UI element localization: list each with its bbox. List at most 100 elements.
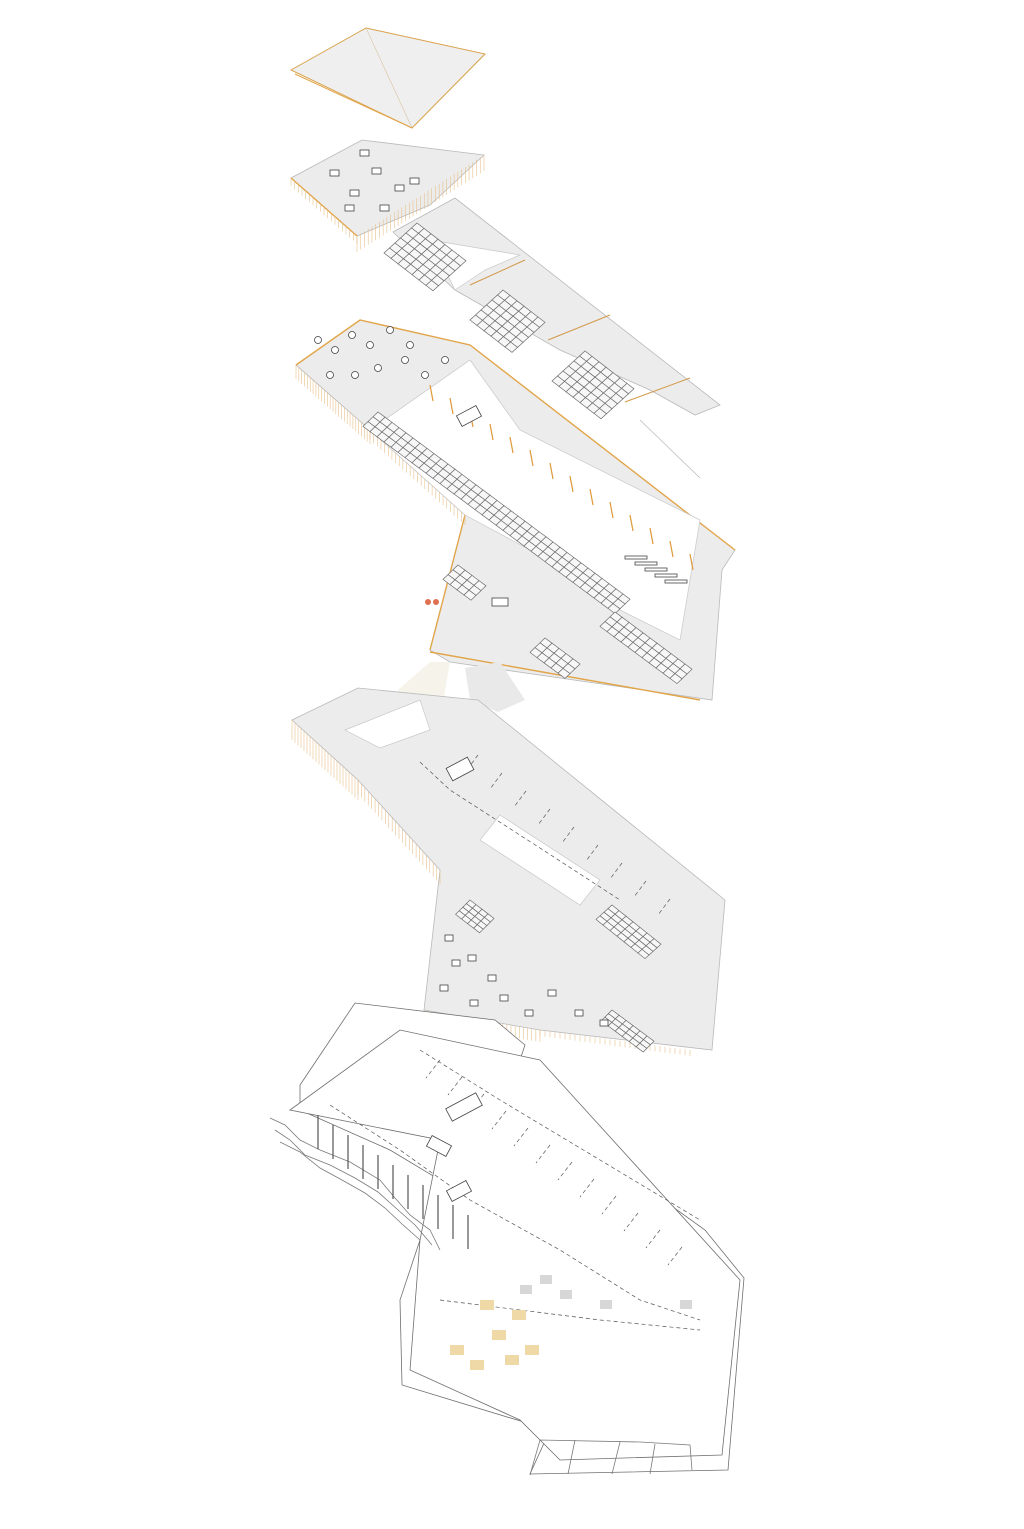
marker — [589, 488, 594, 506]
layer-roof — [289, 27, 486, 129]
bay-line — [633, 880, 647, 898]
bay-line — [579, 1178, 595, 1198]
furniture-block — [480, 1300, 494, 1310]
workstation — [451, 959, 461, 967]
bench — [634, 561, 658, 566]
bay-line — [447, 1076, 463, 1096]
parking-bays — [419, 754, 671, 916]
bay-line — [557, 1161, 573, 1181]
bay-line — [561, 826, 575, 844]
furniture-blocks — [450, 1275, 692, 1370]
furniture-block — [520, 1285, 532, 1294]
desk — [329, 169, 340, 177]
bay-line — [469, 1093, 485, 1113]
parking-bays — [329, 1049, 701, 1331]
grid-cell — [557, 667, 571, 679]
ridge — [624, 377, 691, 403]
roof-ridges — [469, 259, 691, 403]
seating — [314, 336, 322, 344]
seating — [401, 356, 409, 364]
grid-cell — [425, 279, 440, 292]
marker — [649, 527, 654, 545]
workstation — [487, 974, 497, 982]
bay-line — [623, 1212, 639, 1232]
facade-fins — [295, 365, 466, 525]
furniture-block — [505, 1355, 519, 1365]
workstation — [444, 934, 454, 942]
seating — [351, 371, 359, 379]
grid-cell — [635, 1042, 648, 1053]
furniture-block — [450, 1345, 464, 1355]
bay-line — [489, 772, 503, 790]
marker — [689, 553, 694, 571]
workstation — [439, 984, 449, 992]
bench — [654, 573, 678, 578]
furniture-block — [525, 1345, 539, 1355]
seating — [374, 364, 382, 372]
bench — [624, 555, 648, 560]
bay-line — [513, 1127, 529, 1147]
layer-intermediate-parking-floor — [291, 687, 726, 1056]
layer-main-floor — [295, 319, 736, 701]
desk — [371, 167, 382, 175]
furniture-block — [560, 1290, 572, 1299]
bay-line — [537, 808, 551, 826]
furniture-block — [512, 1310, 526, 1320]
drive-aisle — [439, 1299, 701, 1331]
furniture-block — [492, 1330, 506, 1340]
drive-aisle — [419, 1049, 701, 1221]
grid-cell — [669, 673, 683, 685]
seating — [331, 346, 339, 354]
seating — [406, 341, 414, 349]
workstation — [499, 994, 509, 1002]
workstation — [524, 1009, 534, 1017]
facade-fins — [290, 155, 485, 252]
seating — [386, 326, 394, 334]
marker — [609, 501, 614, 519]
furniture-block — [470, 1360, 484, 1370]
workstation — [574, 1009, 584, 1017]
bench — [664, 579, 688, 584]
furniture-block — [680, 1300, 692, 1309]
marker — [429, 384, 434, 402]
desk — [394, 184, 405, 192]
seating — [348, 331, 356, 339]
furniture-block — [540, 1275, 552, 1284]
office-furniture — [314, 326, 688, 584]
marker — [489, 423, 494, 441]
bay-line — [601, 1195, 617, 1215]
columns — [317, 1115, 469, 1249]
workstation — [469, 999, 479, 1007]
grid-cell — [473, 924, 484, 934]
seating — [421, 371, 429, 379]
grid-cell — [637, 948, 650, 960]
marker — [669, 540, 674, 558]
bay-line — [585, 844, 599, 862]
furniture-block — [600, 1300, 612, 1309]
grid-cell — [593, 407, 608, 420]
desk — [344, 204, 355, 212]
seating — [366, 341, 374, 349]
layer-upper-office-floor — [290, 139, 485, 252]
desk — [409, 177, 420, 185]
solar-panel-arrays — [383, 222, 635, 420]
bay-line — [535, 1144, 551, 1164]
bay-line — [491, 1110, 507, 1130]
ridge — [469, 259, 526, 286]
marker — [629, 514, 634, 532]
marker — [449, 397, 454, 415]
grid-cell — [504, 341, 519, 353]
seating — [441, 356, 449, 364]
storage-racks — [455, 899, 662, 1053]
bay-line — [657, 898, 671, 916]
desk — [359, 149, 370, 157]
workshop-furniture — [439, 934, 609, 1027]
workstation — [547, 989, 557, 997]
seating — [326, 371, 334, 379]
desk — [379, 204, 390, 212]
bay-line — [513, 790, 527, 808]
marker — [529, 449, 534, 467]
bay-line — [645, 1229, 661, 1249]
workstation — [467, 954, 477, 962]
